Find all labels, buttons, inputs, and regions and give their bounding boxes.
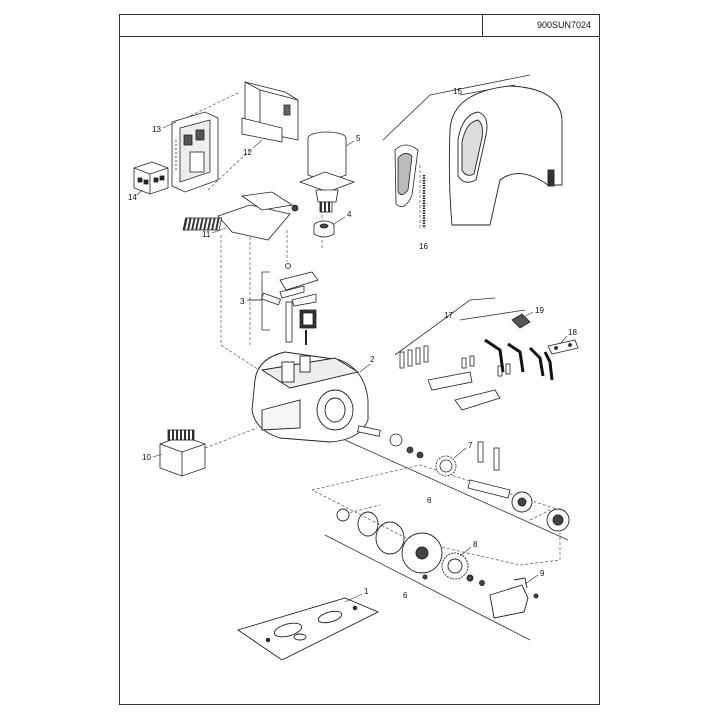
callout-11: 11 — [202, 230, 211, 239]
part-11-terminal-strip — [182, 191, 299, 241]
callout-3: 3 — [240, 297, 245, 306]
callout-4: 4 — [347, 210, 352, 219]
part-12-bracket-housing — [241, 81, 299, 143]
part-2-housing — [251, 351, 369, 443]
callout-19: 19 — [535, 306, 544, 315]
callout-6b: 6 — [403, 591, 408, 600]
callout-18: 18 — [568, 328, 577, 337]
part-8-flange-gear — [401, 532, 485, 586]
part-16-release-handle — [394, 144, 426, 228]
part-1-base-plate — [236, 597, 380, 661]
callout-5: 5 — [356, 134, 361, 143]
callout-2: 2 — [370, 355, 375, 364]
callout-16: 16 — [419, 242, 428, 251]
callout-17: 17 — [444, 311, 453, 320]
callout-numbers: 1 2 3 4 5 6 6 7 8 9 10 11 12 13 14 15 16… — [128, 87, 577, 600]
callout-7: 7 — [468, 441, 473, 450]
callout-10: 10 — [142, 453, 151, 462]
part-7-output-gear — [357, 425, 511, 499]
drawing-frame: 900SUN7024 — [119, 14, 600, 705]
callout-9: 9 — [540, 569, 545, 578]
part-3-limit-assembly — [261, 263, 319, 345]
part-5-motor — [298, 131, 356, 213]
part-9-bracket — [489, 577, 539, 619]
callout-14: 14 — [128, 193, 137, 202]
callout-leaders — [136, 121, 568, 603]
part-13-control-board — [171, 111, 219, 193]
part-15-cover — [448, 85, 563, 226]
part-19-key — [511, 313, 531, 329]
callout-1: 1 — [364, 587, 369, 596]
part-6-seals — [336, 491, 570, 555]
callout-8: 8 — [473, 540, 478, 549]
callout-12: 12 — [243, 148, 252, 157]
callout-15: 15 — [453, 87, 462, 96]
part-14-capacitor — [133, 161, 169, 195]
part-18-plate — [547, 339, 579, 355]
callout-6a: 6 — [427, 496, 432, 505]
part-4-pinion — [313, 220, 335, 238]
part-10-transformer — [159, 429, 206, 477]
part-17-release-kit — [399, 338, 554, 411]
callout-13: 13 — [152, 125, 161, 134]
title-block-row: 900SUN7024 — [120, 15, 599, 37]
document-code: 900SUN7024 — [482, 15, 599, 36]
